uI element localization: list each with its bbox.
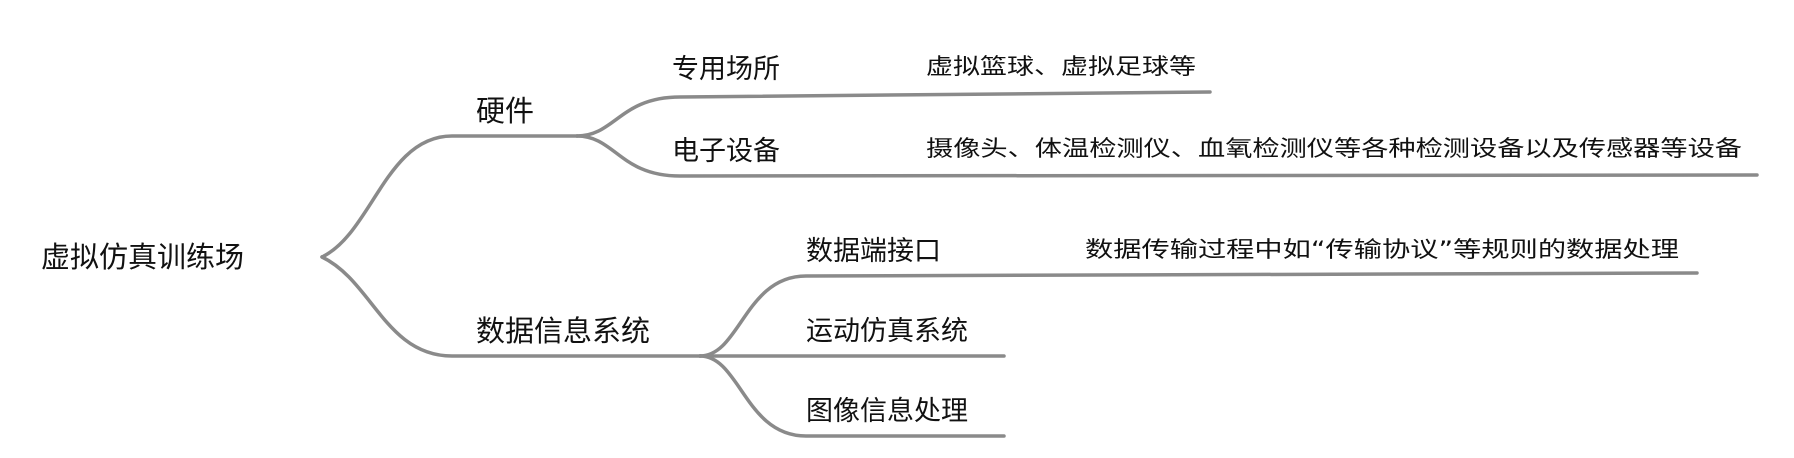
node-devices: 电子设备	[672, 136, 780, 167]
node-data-system: 数据信息系统	[476, 314, 650, 348]
root-node: 虚拟仿真训练场	[41, 240, 244, 274]
branch-root-hardware	[320, 134, 579, 259]
branch-hardware-venue	[575, 90, 1212, 138]
detail-data-interface: 数据传输过程中如“传输协议”等规则的数据处理	[1085, 238, 1679, 263]
node-data-interface: 数据端接口	[806, 236, 941, 267]
detail-venue: 虚拟篮球、虚拟足球等	[926, 55, 1196, 80]
branch-data-interface	[698, 271, 1699, 358]
branch-data-image	[698, 354, 1006, 438]
node-image-processing: 图像信息处理	[806, 396, 968, 427]
branch-root-data-system	[320, 255, 702, 358]
node-motion-simulation: 运动仿真系统	[806, 316, 968, 347]
branch-lines	[320, 90, 1759, 438]
branch-hardware-devices	[575, 134, 1759, 178]
node-hardware: 硬件	[476, 94, 534, 128]
detail-devices: 摄像头、体温检测仪、血氧检测仪等各种检测设备以及传感器等设备	[926, 137, 1742, 162]
node-venue: 专用场所	[672, 54, 780, 85]
